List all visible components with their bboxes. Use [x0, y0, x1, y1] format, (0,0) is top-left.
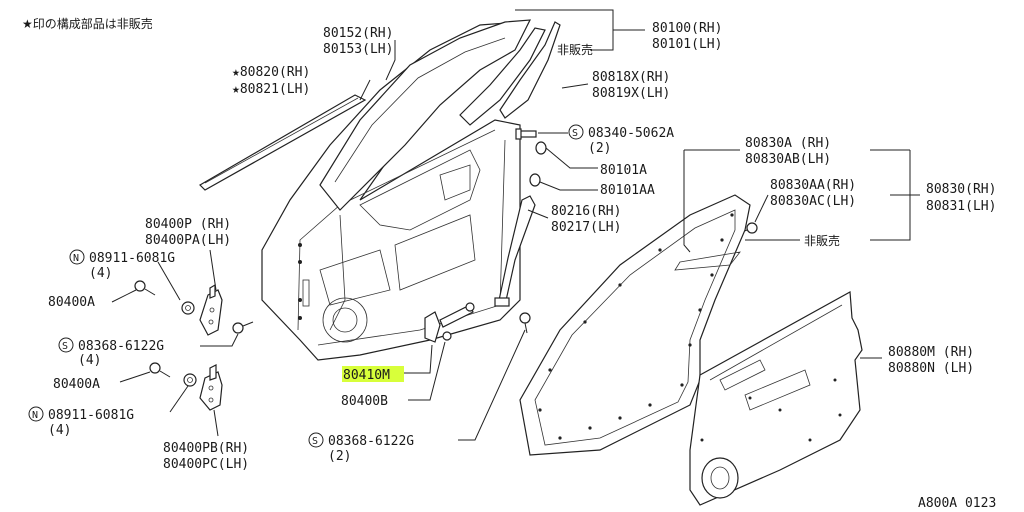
- label-80100: 80100(RH): [652, 21, 722, 36]
- hinge-bolt-upper: [134, 280, 156, 296]
- door-shell: [261, 21, 522, 361]
- label-08911-lower-qty: (4): [48, 423, 71, 438]
- label-80820-text: 80820(RH): [240, 65, 310, 80]
- label-80152: 80152(RH): [323, 26, 393, 41]
- label-80101: 80101(LH): [652, 37, 722, 52]
- upper-hinge: [199, 283, 223, 336]
- hinge-bolt-lower: [149, 362, 171, 378]
- n-badge-08911-lower: [28, 406, 44, 422]
- n-mark-08911-lower: N: [32, 410, 38, 421]
- label-80101aa: 80101AA: [600, 183, 655, 198]
- door-sash-frame: [319, 19, 546, 211]
- not-for-sale-note-2: 非販売: [804, 233, 840, 248]
- label-80880n: 80880N (LH): [888, 361, 974, 376]
- label-80880m: 80880M (RH): [888, 345, 974, 360]
- door-glass: [499, 21, 561, 119]
- guide-rail: [494, 195, 536, 307]
- part-labels: ★印の構成部品は非販売 80152(RH) 80153(LH) 80100(RH…: [22, 16, 996, 511]
- s-badge-08340: [568, 124, 584, 140]
- label-08368-lower-qty: (2): [328, 449, 351, 464]
- label-80400pb: 80400PB(RH): [163, 441, 249, 456]
- label-80400pa: 80400PA(LH): [145, 233, 231, 248]
- label-80400pc: 80400PC(LH): [163, 457, 249, 472]
- hinge-nut-upper: [181, 301, 195, 315]
- label-80410m: 80410M: [343, 368, 390, 383]
- s-mark-08368-lower: S: [312, 436, 318, 447]
- label-08911-lower: 08911-6081G: [48, 408, 134, 423]
- star-mark: ★: [232, 82, 240, 97]
- label-80153: 80153(LH): [323, 42, 393, 57]
- label-08368-upper-qty: (4): [78, 353, 101, 368]
- door-check-link: [424, 302, 475, 343]
- label-80400a-lower: 80400A: [53, 377, 100, 392]
- glass-bolt: [515, 128, 547, 187]
- label-80830a: 80830A (RH): [745, 136, 831, 151]
- label-08911-upper: 08911-6081G: [89, 251, 175, 266]
- hinge-bolt-door-upper: [232, 321, 254, 334]
- s-badge-08368-upper: [58, 337, 74, 353]
- label-80830: 80830(RH): [926, 182, 996, 197]
- label-80101a: 80101A: [600, 163, 647, 178]
- rail-bolt: [519, 312, 531, 334]
- leader-lines: [111, 9, 920, 441]
- s-mark-08368-upper: S: [62, 341, 68, 352]
- label-80818x: 80818X(RH): [592, 70, 670, 85]
- legend-note: ★印の構成部品は非販売: [22, 16, 153, 31]
- s-mark-08340: S: [572, 128, 578, 139]
- label-80820: ★80820(RH): [232, 65, 310, 80]
- label-08340-qty: (2): [588, 141, 611, 156]
- door-trim-panel: [689, 291, 863, 506]
- lower-hinge: [199, 364, 223, 411]
- label-80400b: 80400B: [341, 394, 388, 409]
- label-80830ab: 80830AB(LH): [745, 152, 831, 167]
- label-80400p: 80400P (RH): [145, 217, 231, 232]
- label-80831: 80831(LH): [926, 199, 996, 214]
- footer-code: A800A 0123: [918, 496, 996, 511]
- hinge-nut-lower: [183, 373, 197, 387]
- n-badge-08911-upper: [69, 249, 85, 265]
- label-08368-lower: 08368-6122G: [328, 434, 414, 449]
- label-08368-upper: 08368-6122G: [78, 339, 164, 354]
- label-80216: 80216(RH): [551, 204, 621, 219]
- outer-weatherstrip: [199, 94, 367, 191]
- star-mark: ★: [232, 65, 240, 80]
- label-08340: 08340-5062A: [588, 126, 674, 141]
- label-80821-text: 80821(LH): [240, 82, 310, 97]
- s-badge-08368-lower: [308, 432, 324, 448]
- label-80830aa: 80830AA(RH): [770, 178, 856, 193]
- label-08911-upper-qty: (4): [89, 266, 112, 281]
- n-mark-08911-upper: N: [73, 253, 79, 264]
- label-80400a-upper: 80400A: [48, 295, 95, 310]
- not-for-sale-note-1: 非販売: [557, 42, 593, 57]
- label-80217: 80217(LH): [551, 220, 621, 235]
- door-weatherstrip: [519, 194, 751, 456]
- label-80830ac: 80830AC(LH): [770, 194, 856, 209]
- label-80821: ★80821(LH): [232, 82, 310, 97]
- label-80819x: 80819X(LH): [592, 86, 670, 101]
- highlight-80410m: [342, 366, 404, 382]
